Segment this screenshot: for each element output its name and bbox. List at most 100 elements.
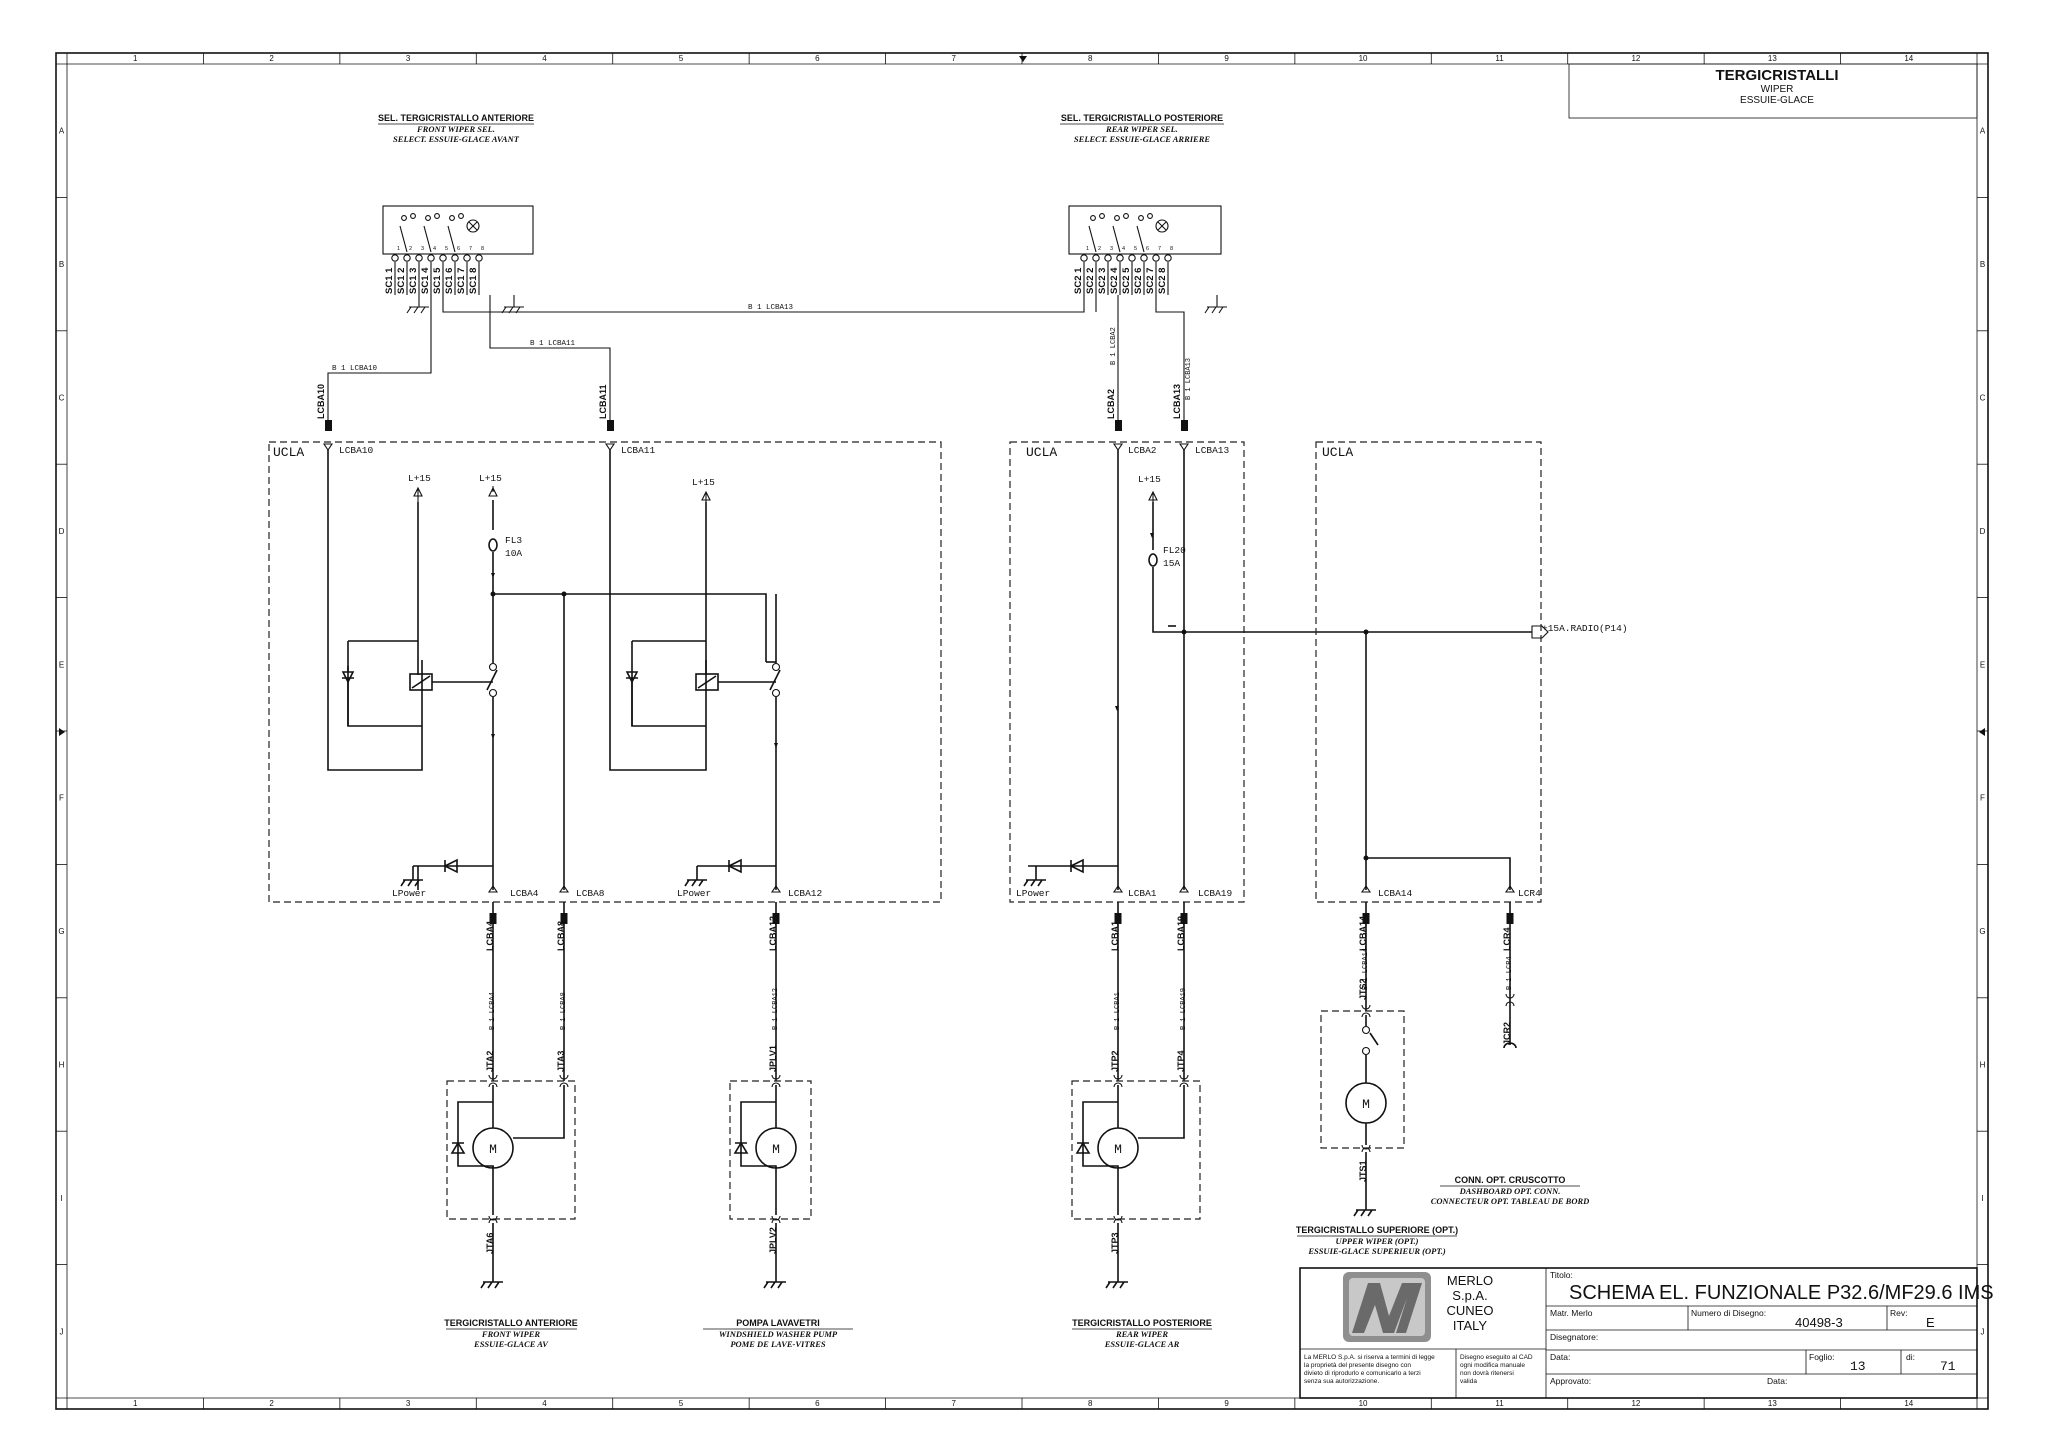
row-label-G-right: G [1979, 927, 1985, 936]
connector-jta2: JTA2 [485, 1051, 495, 1072]
cad-line-4: valida [1460, 1378, 1477, 1385]
front-motor-label: M [489, 1142, 497, 1157]
wire-label-lcba11-top: B 1 LCBA11 [530, 340, 576, 348]
connector-lcba2: LCBA2 [1106, 389, 1116, 419]
ucla1-pin-lcba12: LCBA12 [788, 888, 823, 899]
rear-motor-label: M [1114, 1142, 1122, 1157]
caption-upper-wiper-fr: ESSUIE-GLACE SUPERIEUR (OPT.) [1307, 1246, 1446, 1256]
column-label-12-top: 12 [1631, 54, 1640, 63]
front-selector-title-en: FRONT WIPER SEL. [416, 124, 495, 134]
connector-jcr2: JCR2 [1502, 1022, 1512, 1045]
caption-front-wiper-fr: ESSUIE-GLACE AV [473, 1339, 549, 1349]
drawing-frame [55, 52, 1989, 1410]
washer-pump-motor: M [729, 1080, 812, 1220]
rear-wiper-selector: SEL. TERGICRISTALLO POSTERIORE REAR WIPE… [1060, 113, 1227, 314]
column-label-13-top: 13 [1768, 54, 1777, 63]
front-selector-pin-number-6: 6 [457, 246, 460, 252]
front-selector-pin-number-7: 7 [469, 246, 472, 252]
rear-selector-pin-6: SC2 6 [1133, 268, 1144, 294]
ucla1-l15-a: L+15 [408, 473, 431, 484]
cad-line-3: non dovrà ritenersi [1460, 1370, 1514, 1377]
row-label-D-right: D [1980, 527, 1986, 536]
column-label-8-top: 8 [1088, 54, 1093, 63]
approvato-label: Approvato: [1550, 1376, 1591, 1386]
front-selector-pin-6: SC1 6 [444, 268, 455, 294]
ucla3-radio: +15A.RADIO(P14) [1542, 623, 1628, 634]
rear-selector-pin-number-3: 3 [1110, 246, 1113, 252]
caption-rear-wiper-it: TERGICRISTALLO POSTERIORE [1072, 1318, 1212, 1328]
wire-label-lcba12: B 1 LCBA12 [772, 988, 780, 1030]
sheet-header: TERGICRISTALLI WIPER ESSUIE-GLACE [1568, 63, 1978, 119]
column-label-2-top: 2 [269, 54, 274, 63]
header-subtitle-en: WIPER [1761, 84, 1794, 95]
connector-lcba14: LCBA14 [1358, 916, 1368, 951]
upper-motor-label: M [1362, 1097, 1370, 1112]
column-label-12-bottom: 12 [1631, 1399, 1640, 1408]
front-selector-pin-number-2: 2 [409, 246, 412, 252]
column-label-1-bottom: 1 [133, 1399, 138, 1408]
connector-jtp3: JTP3 [1110, 1232, 1120, 1254]
rear-selector-title-it: SEL. TERGICRISTALLO POSTERIORE [1061, 113, 1223, 123]
connector-jts1: JTS1 [1358, 1160, 1368, 1182]
wire-label-lcba14: B 1 LCBA14 [1362, 948, 1370, 990]
rear-selector-pin-number-1: 1 [1086, 246, 1089, 252]
column-label-6-bottom: 6 [815, 1399, 820, 1408]
connector-lcba13: LCBA13 [1172, 384, 1182, 419]
row-label-J-left: J [60, 1327, 64, 1336]
ucla-module-dashboard: UCLA +15A.RADIO(P14) LCBA14 LCR4 [1315, 441, 1628, 903]
front-selector-body [382, 205, 534, 255]
row-label-H-right: H [1980, 1061, 1986, 1070]
rear-selector-pin-1: SC2 1 [1073, 267, 1084, 294]
row-label-F-left: F [59, 794, 64, 803]
wire-label-lcba2-vert: B 1 LCBA2 [1110, 327, 1118, 365]
total-sheets: 71 [1940, 1359, 1956, 1374]
wire-label-lcba19: B 1 LCBA19 [1180, 988, 1188, 1030]
column-label-10-top: 10 [1359, 54, 1368, 63]
ucla2-pin-lcba19: LCBA19 [1198, 888, 1233, 899]
ucla1-pin-lcba8: LCBA8 [576, 888, 605, 899]
foglio-label: Foglio: [1809, 1352, 1835, 1362]
front-selector-pin-number-8: 8 [481, 246, 484, 252]
title-block: MERLO S.p.A. CUNEO ITALY La MERLO S.p.A.… [1299, 1267, 1994, 1399]
wire-label-lcba13-top: B 1 LCBA13 [748, 304, 794, 312]
company-line-2: S.p.A. [1452, 1288, 1487, 1303]
rear-selector-pin-number-2: 2 [1098, 246, 1101, 252]
data2-label: Data: [1767, 1376, 1787, 1386]
caption-front-wiper-it: TERGICRISTALLO ANTERIORE [444, 1318, 578, 1328]
front-selector-pin-2: SC1 2 [396, 268, 407, 294]
caption-rear-wiper-en: REAR WIPER [1115, 1329, 1168, 1339]
column-label-3-bottom: 3 [406, 1399, 411, 1408]
wire-label-lcba10-top: B 1 LCBA10 [332, 365, 378, 373]
company-line-4: ITALY [1453, 1318, 1488, 1333]
front-selector-pin-8: SC1 8 [468, 268, 479, 294]
caption-rear-wiper-fr: ESSUIE-GLACE AR [1104, 1339, 1180, 1349]
ucla2-fuse-rating: 15A [1163, 558, 1180, 569]
front-selector-pin-7: SC1 7 [456, 268, 467, 294]
pump-motor-label: M [772, 1142, 780, 1157]
column-label-9-bottom: 9 [1224, 1399, 1229, 1408]
ucla1-pin-lcba10: LCBA10 [339, 445, 374, 456]
row-label-A-left: A [59, 127, 65, 136]
rear-selector-pin-8: SC2 8 [1157, 268, 1168, 294]
column-label-10-bottom: 10 [1359, 1399, 1368, 1408]
row-label-F-right: F [1980, 794, 1985, 803]
rear-selector-pin-number-8: 8 [1170, 246, 1173, 252]
row-label-E-left: E [59, 660, 64, 669]
front-selector-pin-5: SC1 5 [432, 267, 443, 294]
column-label-13-bottom: 13 [1768, 1399, 1777, 1408]
front-selector-pin-number-5: 5 [445, 246, 448, 252]
sheet-number: 13 [1850, 1359, 1866, 1374]
rear-selector-pin-4: SC2 4 [1109, 267, 1120, 294]
row-label-J-right: J [1981, 1327, 1985, 1336]
caption-upper-wiper-it: TERGICRISTALLO SUPERIORE (OPT.) [1296, 1225, 1458, 1235]
column-label-3-top: 3 [406, 54, 411, 63]
column-label-8-bottom: 8 [1088, 1399, 1093, 1408]
column-label-4-bottom: 4 [542, 1399, 547, 1408]
front-selector-pin-number-3: 3 [421, 246, 424, 252]
column-label-7-top: 7 [952, 54, 957, 63]
caption-front-wiper-en: FRONT WIPER [481, 1329, 541, 1339]
connector-lcba11: LCBA11 [598, 384, 608, 419]
